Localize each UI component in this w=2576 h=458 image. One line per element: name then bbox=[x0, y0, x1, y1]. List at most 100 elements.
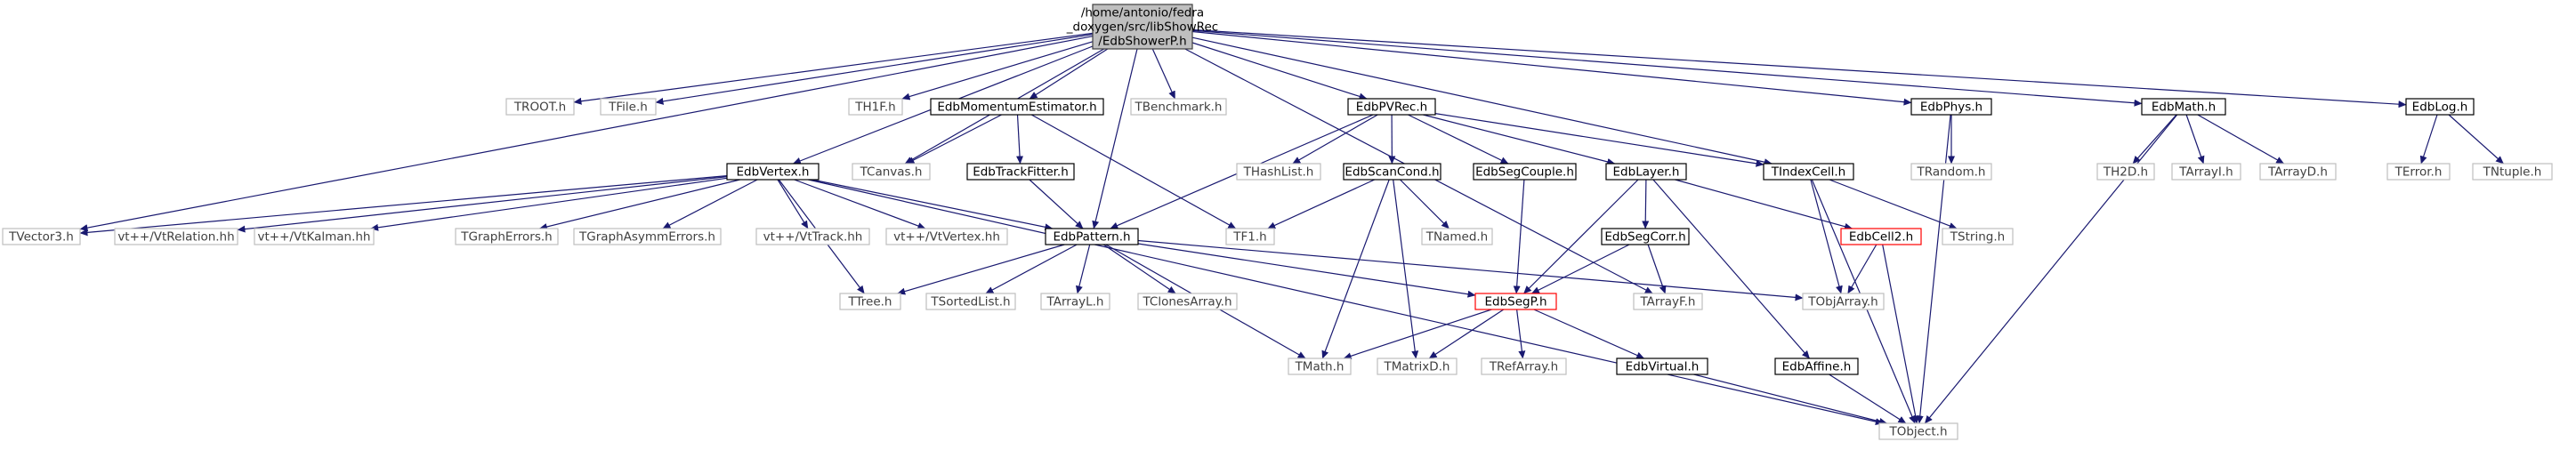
node-edbcell2[interactable]: EdbCell2.h bbox=[1840, 228, 1922, 245]
node-box bbox=[1910, 98, 1992, 116]
edge-edbphys-to-tobject bbox=[1916, 114, 1951, 424]
node-box bbox=[1421, 228, 1493, 245]
node-label: TTree.h bbox=[848, 295, 892, 309]
edge-edbpattern-to-tsortedlist bbox=[985, 244, 1078, 294]
node-edbphys[interactable]: EdbPhys.h bbox=[1910, 98, 1992, 116]
node-tindexcell[interactable]: TIndexCell.h bbox=[1763, 163, 1854, 181]
node-thashlist: THashList.h bbox=[1236, 163, 1321, 181]
node-label: TGraphErrors.h bbox=[460, 230, 552, 245]
node-edbsegcorr[interactable]: EdbSegCorr.h bbox=[1601, 228, 1690, 245]
node-box bbox=[1045, 228, 1139, 245]
node-edbpattern[interactable]: EdbPattern.h bbox=[1045, 228, 1139, 245]
edge-edblayer-to-edbcell2 bbox=[1675, 179, 1853, 230]
edge-edblayer-to-edbsegcorr bbox=[1642, 179, 1650, 229]
node-box bbox=[966, 163, 1075, 181]
node-label: EdbSegP.h bbox=[1485, 295, 1547, 309]
node-tntuple: TNtuple.h bbox=[2472, 163, 2553, 181]
node-box bbox=[1763, 163, 1854, 181]
node-box bbox=[1130, 98, 1227, 116]
node-tfile: TFile.h bbox=[600, 98, 657, 116]
node-tf1: TF1.h bbox=[1225, 228, 1275, 245]
node-edbtrackfit[interactable]: EdbTrackFitter.h bbox=[966, 163, 1075, 181]
node-edblog[interactable]: EdbLog.h bbox=[2405, 98, 2475, 116]
edge-edbpattern-to-tclonesarray bbox=[1102, 244, 1176, 294]
node-box bbox=[573, 228, 722, 245]
edge-edbvertex-to-tgrapherr bbox=[538, 179, 740, 230]
node-label: TGraphAsymmErrors.h bbox=[578, 230, 715, 245]
node-ttree: TTree.h bbox=[839, 293, 901, 310]
node-tgrapherr: TGraphErrors.h bbox=[455, 228, 559, 245]
edge-root-to-troot bbox=[573, 32, 1094, 105]
node-edbmath[interactable]: EdbMath.h bbox=[2141, 98, 2226, 116]
node-box bbox=[2171, 163, 2241, 181]
node-label: EdbSegCorr.h bbox=[1604, 230, 1685, 245]
node-box bbox=[848, 98, 903, 116]
edge-edbsegp-to-tmatrixd bbox=[1428, 309, 1505, 359]
node-edbscan[interactable]: EdbScanCond.h bbox=[1343, 163, 1441, 181]
node-label: TNamed.h bbox=[1425, 230, 1489, 245]
node-box bbox=[1774, 358, 1859, 375]
node-box bbox=[2141, 98, 2226, 116]
node-box bbox=[505, 98, 575, 116]
node-edbaffine[interactable]: EdbAffine.h bbox=[1774, 358, 1859, 375]
node-label: EdbSegCouple.h bbox=[1475, 165, 1574, 180]
edge-edbtrackfit-to-edbpattern bbox=[1029, 179, 1084, 229]
edge-edbscan-to-tf1 bbox=[1267, 179, 1376, 229]
edge-edbpvrec-to-edbsegcouple bbox=[1408, 114, 1509, 165]
node-tvector3: TVector3.h bbox=[2, 228, 81, 245]
node-edbsegcouple[interactable]: EdbSegCouple.h bbox=[1473, 163, 1577, 181]
node-box bbox=[1343, 163, 1441, 181]
edge-edbmom-to-tf1 bbox=[1030, 114, 1237, 229]
node-edbvirtual[interactable]: EdbVirtual.h bbox=[1616, 358, 1708, 375]
edge-root-to-tfile bbox=[655, 34, 1094, 105]
node-label: vt++/VtTrack.hh bbox=[763, 230, 863, 245]
node-tarrayl: TArrayL.h bbox=[1040, 293, 1110, 310]
node-box bbox=[1878, 422, 1958, 440]
edge-edbmom-to-edbtrackfit bbox=[1016, 114, 1024, 165]
node-th2d: TH2D.h bbox=[2096, 163, 2155, 181]
node-box bbox=[885, 228, 1008, 245]
node-edblayer[interactable]: EdbLayer.h bbox=[1605, 163, 1687, 181]
edge-edbvertex-to-vtvertex bbox=[794, 179, 926, 229]
edge-edbscan-to-tnamed bbox=[1400, 179, 1450, 229]
edge-edbsegp-to-tmath bbox=[1343, 309, 1492, 360]
edge-edbpvrec-to-tindexcell bbox=[1434, 113, 1764, 167]
node-edbsegp[interactable]: EdbSegP.h bbox=[1474, 293, 1557, 310]
node-label: TArrayD.h bbox=[2267, 165, 2328, 180]
node-label: TMath.h bbox=[1295, 360, 1345, 374]
node-box bbox=[2, 228, 81, 245]
edge-edblayer-to-edbaffine bbox=[1652, 179, 1811, 359]
edge-edbvertex-to-vtrelation bbox=[237, 176, 728, 233]
edge-edbpattern-to-ttree bbox=[897, 244, 1065, 295]
node-box bbox=[1616, 358, 1708, 375]
nodes-layer: /home/antonio/fedra_doxygen/src/libShowR… bbox=[2, 4, 2553, 440]
node-box bbox=[1802, 293, 1885, 310]
node-box bbox=[1481, 358, 1567, 375]
node-box bbox=[852, 163, 931, 181]
node-box bbox=[1225, 228, 1275, 245]
node-label: TRandom.h bbox=[1917, 165, 1986, 180]
node-label: TBenchmark.h bbox=[1135, 100, 1223, 115]
node-box bbox=[1040, 293, 1110, 310]
node-box bbox=[1473, 163, 1577, 181]
node-edbmom[interactable]: EdbMomentumEstimator.h bbox=[930, 98, 1104, 116]
node-tmath: TMath.h bbox=[1288, 358, 1352, 375]
node-box bbox=[1605, 163, 1687, 181]
edge-edbvertex-to-tvector3 bbox=[79, 175, 728, 237]
node-tobject: TObject.h bbox=[1878, 422, 1958, 440]
node-label: TArrayF.h bbox=[1639, 295, 1695, 309]
edge-root-to-tbench bbox=[1151, 48, 1176, 100]
node-label: EdbMomentumEstimator.h bbox=[937, 100, 1096, 115]
node-box bbox=[1288, 358, 1352, 375]
node-root[interactable]: /home/antonio/fedra_doxygen/src/libShowR… bbox=[1066, 4, 1218, 50]
edge-edbcell2-to-tobjarray bbox=[1847, 244, 1877, 294]
node-edbpvrec[interactable]: EdbPVRec.h bbox=[1347, 98, 1436, 116]
node-label: TArrayL.h bbox=[1046, 295, 1104, 309]
node-label: TError.h bbox=[2394, 165, 2443, 180]
node-label: EdbPVRec.h bbox=[1356, 100, 1427, 115]
node-edbvertex[interactable]: EdbVertex.h bbox=[726, 163, 820, 181]
node-label: vt++/VtRelation.hh bbox=[117, 230, 234, 245]
edge-edbpattern-to-tarrayl bbox=[1076, 244, 1091, 294]
edge-root-to-edbphys bbox=[1191, 30, 1912, 106]
